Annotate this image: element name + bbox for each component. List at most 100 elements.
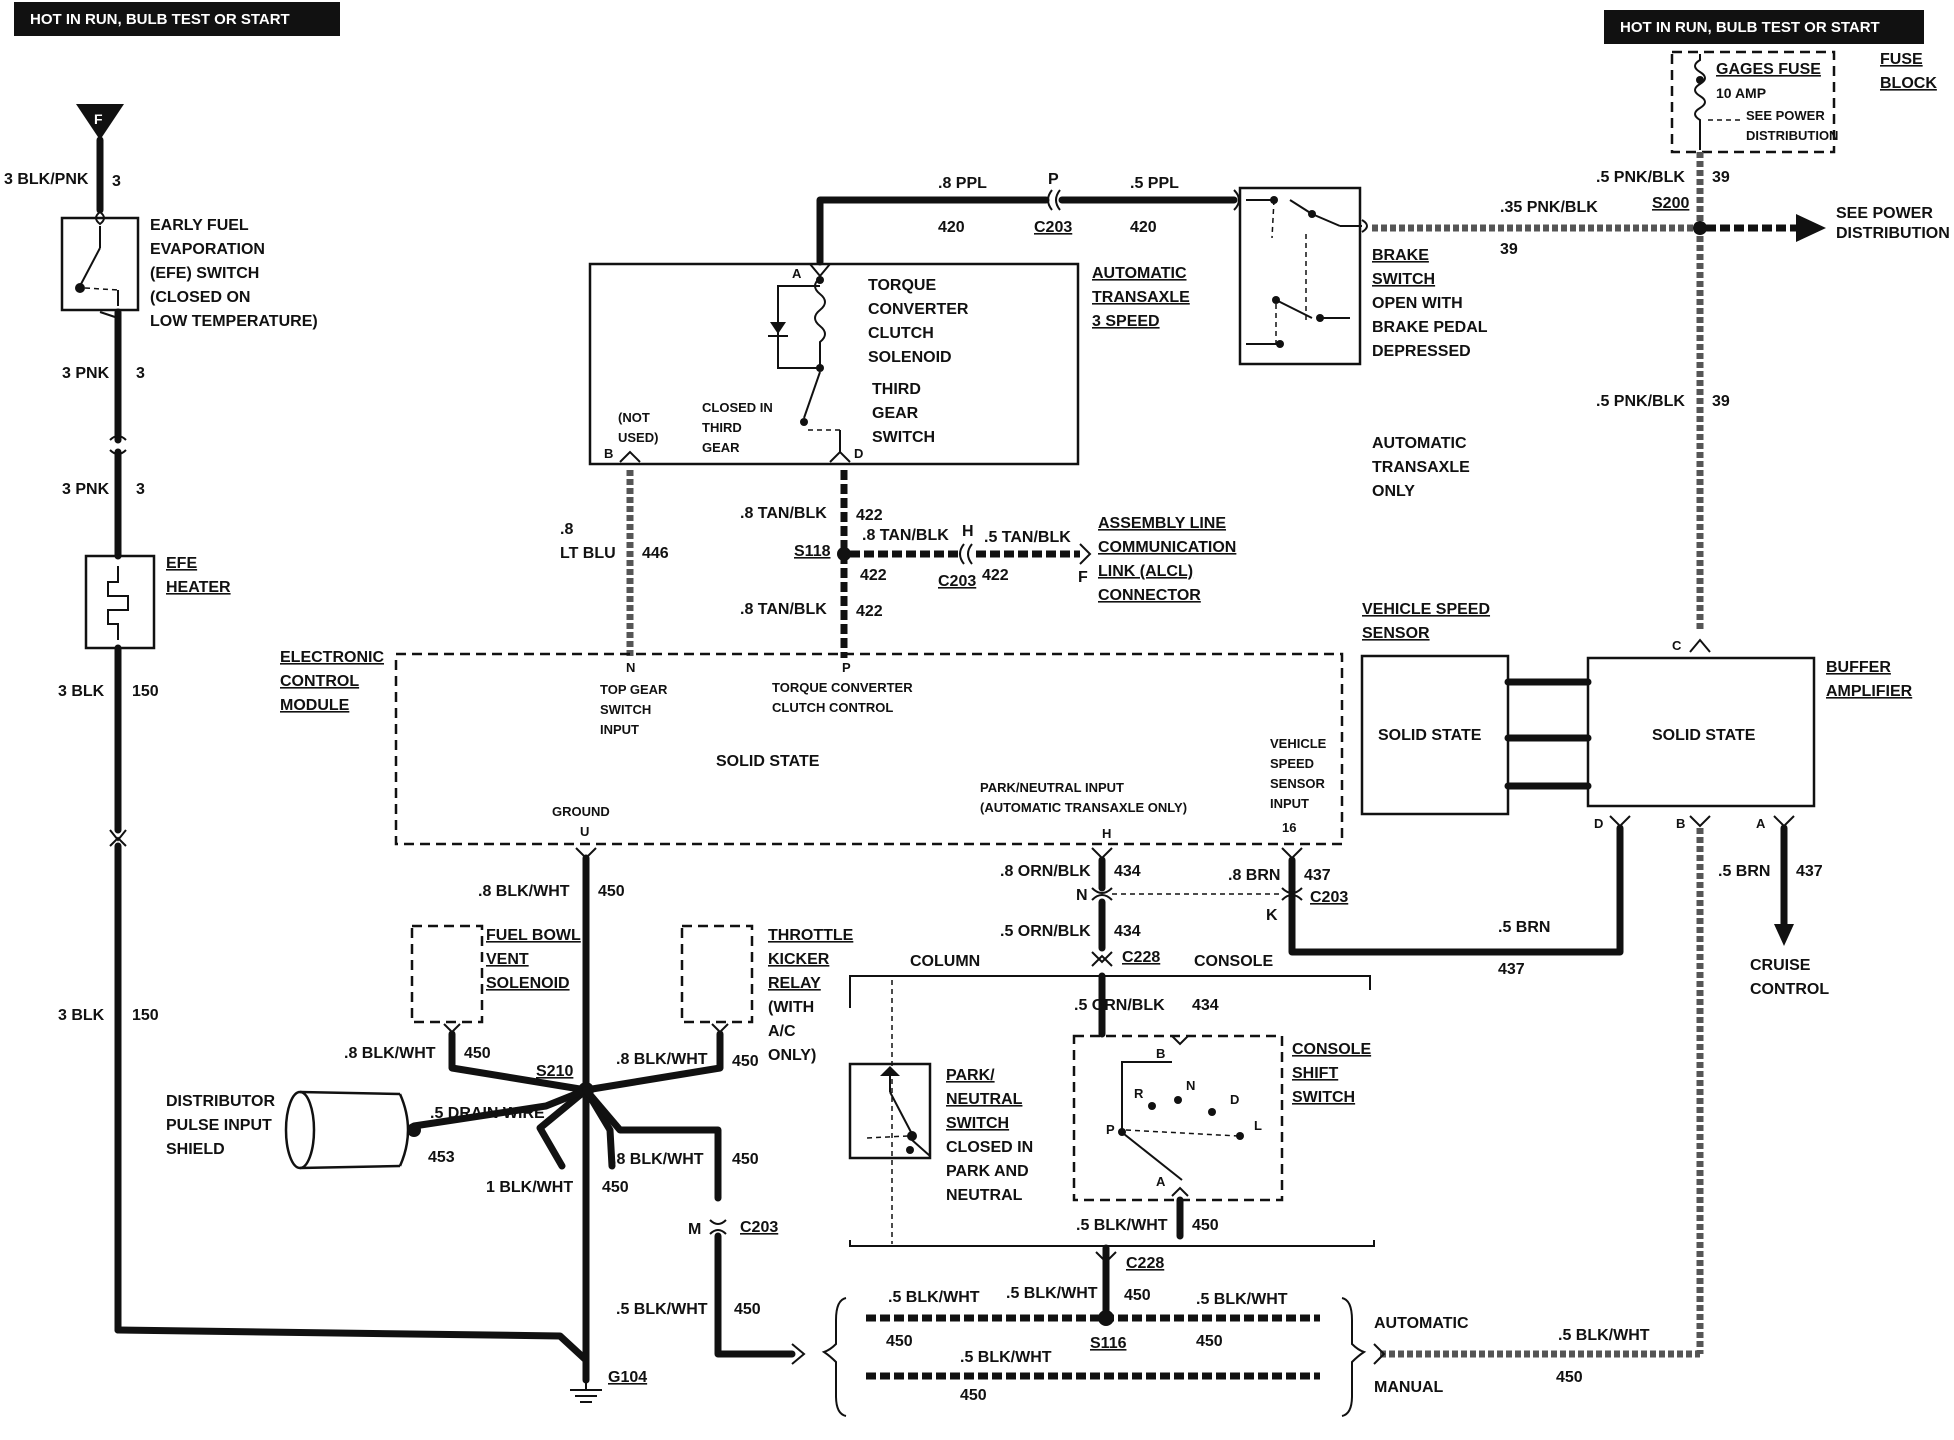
- tan-wire-1: .8 TAN/BLK: [740, 505, 827, 522]
- ecm-pin-p: P: [842, 660, 851, 675]
- auto-wire-1: .5 BLK/WHT: [888, 1289, 980, 1306]
- third-label-1: THIRD: [872, 381, 921, 398]
- ecm-label-3: MODULE: [280, 697, 350, 714]
- pn-switch-6: NEUTRAL: [946, 1187, 1023, 1204]
- blk-wire-1: .5 BLK/WHT: [1076, 1217, 1168, 1234]
- dist-3: SHIELD: [166, 1141, 225, 1158]
- brake-wire-3: .5 PNK/BLK: [1596, 393, 1685, 410]
- mid-wires: .8 LT BLU 446 .8 TAN/BLK 422 S118 422 .8…: [560, 470, 1236, 658]
- alcl-label-1: ASSEMBLY LINE: [1098, 515, 1226, 532]
- top-conn: C203: [1034, 219, 1072, 236]
- efe-switch-box: [60, 216, 140, 312]
- console-switch-3: SWITCH: [1292, 1089, 1355, 1106]
- dist-2: PULSE INPUT: [166, 1117, 272, 1134]
- efe-label-5: LOW TEMPERATURE): [150, 313, 318, 330]
- gnd-conn-c203: C203: [740, 1219, 778, 1236]
- top-wire-circuit-2: 420: [1130, 219, 1157, 236]
- manual-circuit-2: 450: [960, 1387, 987, 1404]
- brake-switch: BRAKE SWITCH OPEN WITH BRAKE PEDAL DEPRE…: [1238, 152, 1950, 653]
- brn-circuit: 437: [1304, 867, 1331, 884]
- notused-label-2: USED): [618, 430, 658, 445]
- auto-only-1: AUTOMATIC: [1372, 435, 1467, 452]
- efe-heater-label-2: HEATER: [166, 579, 231, 596]
- gnd-wire-7: .5 BLK/WHT: [616, 1301, 708, 1318]
- top-wire: .8 PPL 420 P C203 .5 PPL 420: [816, 171, 1240, 266]
- vss-label-1: VEHICLE SPEED: [1362, 601, 1490, 618]
- tan-circuit-3: 422: [856, 603, 883, 620]
- gnd-circuit-2: 450: [464, 1045, 491, 1062]
- terminal-f-icon: [76, 104, 124, 140]
- orn-wire-1: .8 ORN/BLK: [1000, 863, 1091, 880]
- orn-circuit-2: 434: [1114, 923, 1141, 940]
- manual-wire-1: .5 BLK/WHT: [960, 1349, 1052, 1366]
- closed-label-1: CLOSED IN: [702, 400, 773, 415]
- auto-circuit-5: 450: [886, 1333, 913, 1350]
- tkr-5: A/C: [768, 1023, 796, 1040]
- gear-r: R: [1134, 1086, 1144, 1101]
- top-wire-1: .8 PPL: [938, 175, 987, 192]
- see-power-2: DISTRIBUTION: [1836, 225, 1950, 242]
- lower-right: .8 ORN/BLK 434 N .5 ORN/BLK 434 C228 .8 …: [848, 847, 1550, 1320]
- pn-switch-5: PARK AND: [946, 1163, 1029, 1180]
- splice-s118: S118: [794, 543, 831, 560]
- console-label: CONSOLE: [1194, 953, 1273, 970]
- header-right: HOT IN RUN, BULB TEST OR START: [1604, 10, 1924, 44]
- third-label-2: GEAR: [872, 405, 919, 422]
- efe-wire-1: 3 BLK/PNK: [4, 171, 89, 188]
- brake-wire-1: .35 PNK/BLK: [1500, 199, 1598, 216]
- fuse-block-label-2: BLOCK: [1880, 75, 1937, 92]
- vss-input-3: SENSOR: [1270, 776, 1326, 791]
- pn-switch-2: NEUTRAL: [946, 1091, 1023, 1108]
- torque-label-2: CONVERTER: [868, 301, 969, 318]
- auto-only-3: ONLY: [1372, 483, 1415, 500]
- bottom-harness: .5 BLK/WHT .5 BLK/WHT 450 .5 BLK/WHT 450…: [821, 1285, 1650, 1417]
- gnd-circuit-4: 453: [428, 1149, 455, 1166]
- buffer-pin-c: C: [1672, 638, 1682, 653]
- transaxle-pin-b: B: [604, 446, 613, 461]
- vss-input-2: SPEED: [1270, 756, 1314, 771]
- ecm-box: ELECTRONIC CONTROL MODULE N TOP GEAR SWI…: [280, 649, 1344, 846]
- notused-label-1: (NOT: [618, 410, 650, 425]
- header-right-text: HOT IN RUN, BULB TEST OR START: [1620, 19, 1880, 36]
- fuse-name: GAGES FUSE: [1716, 61, 1821, 78]
- brn-circuit-2: 437: [1498, 961, 1525, 978]
- brake-label-1: BRAKE: [1372, 247, 1429, 264]
- gear-n: N: [1186, 1078, 1195, 1093]
- blk-circuit-1: 450: [1192, 1217, 1219, 1234]
- transaxle-pin-a: A: [792, 266, 802, 281]
- tkr-4: (WITH: [768, 999, 814, 1016]
- efe-circuit-3: 3: [136, 481, 145, 498]
- gnd-circuit-6: 450: [602, 1179, 629, 1196]
- tkr-2: KICKER: [768, 951, 830, 968]
- buffer-label-2: AMPLIFIER: [1826, 683, 1913, 700]
- efe-label-2: EVAPORATION: [150, 241, 265, 258]
- console-switch-2: SHIFT: [1292, 1065, 1338, 1082]
- orn-wire-2: .5 ORN/BLK: [1000, 923, 1091, 940]
- pn-switch-3: SWITCH: [946, 1115, 1009, 1132]
- splice-s210: S210: [536, 1063, 573, 1080]
- gnd-pin-m: M: [688, 1221, 701, 1238]
- gear-b: B: [1156, 1046, 1165, 1061]
- ecm-pin-16: 16: [1282, 820, 1296, 835]
- third-label-3: SWITCH: [872, 429, 935, 446]
- arrow-right-icon: [1796, 214, 1826, 242]
- header-left: HOT IN RUN, BULB TEST OR START: [14, 2, 340, 36]
- ecm-pin-u: U: [580, 824, 589, 839]
- gnd-circuit-5: 450: [732, 1151, 759, 1168]
- pn-switch-4: CLOSED IN: [946, 1139, 1033, 1156]
- buffer-wire-1: .5 BRN: [1718, 863, 1770, 880]
- brake-wire-2: .5 PNK/BLK: [1596, 169, 1685, 186]
- fbv-1: FUEL BOWL: [486, 927, 581, 944]
- tan-wire-3: .8 TAN/BLK: [740, 601, 827, 618]
- alcl-label-3: LINK (ALCL): [1098, 563, 1193, 580]
- vss-buffer: VEHICLE SPEED SENSOR SOLID STATE SOLID S…: [1288, 601, 1913, 1358]
- ecm-label-2: CONTROL: [280, 673, 359, 690]
- topgear-3: INPUT: [600, 722, 639, 737]
- efe-wire-2: 3 PNK: [62, 365, 110, 382]
- right-circuit-2: 450: [1556, 1369, 1583, 1386]
- ecm-pin-h: H: [1102, 826, 1111, 841]
- terminal-f-label: F: [94, 111, 103, 127]
- closed-label-2: THIRD: [702, 420, 742, 435]
- fuse-block-label-1: FUSE: [1880, 51, 1923, 68]
